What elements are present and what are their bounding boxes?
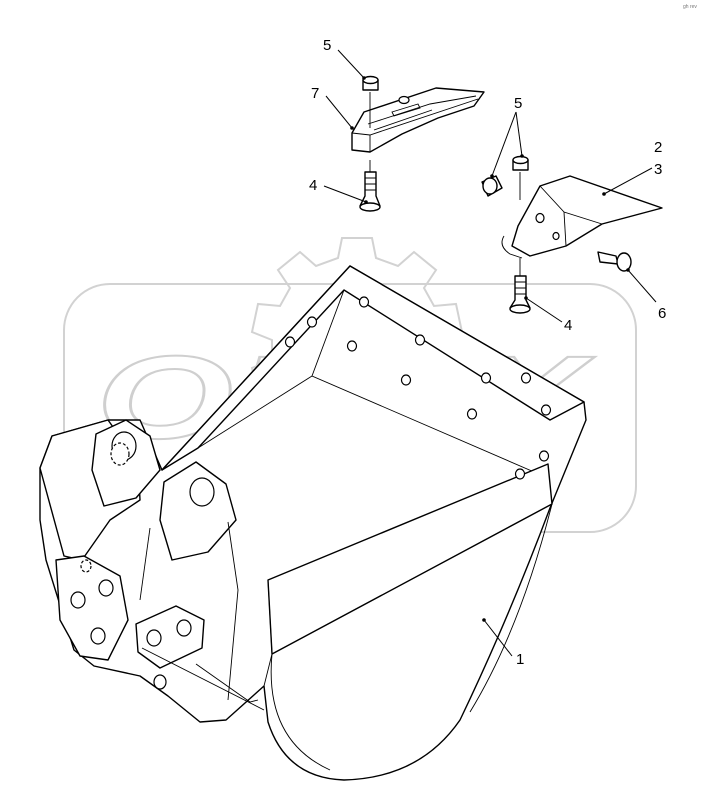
excavator-bucket <box>39 265 587 781</box>
side-cutter-plate <box>351 87 485 153</box>
leader-4b <box>525 297 563 323</box>
callout-5-right: 5 <box>514 95 522 112</box>
callout-5-upper: 5 <box>323 37 331 54</box>
callout-1: 1 <box>516 651 524 668</box>
leader-lines <box>323 49 657 657</box>
leader-6 <box>627 269 657 303</box>
callout-4-right: 4 <box>564 317 572 334</box>
callout-6: 6 <box>658 305 666 322</box>
countersunk-bolt-4-right <box>509 258 531 314</box>
leader-1 <box>483 619 513 657</box>
leader-4a <box>323 185 367 203</box>
leader-7 <box>325 95 353 129</box>
countersunk-bolt-4-left <box>359 160 381 212</box>
nut-5-right <box>512 155 529 200</box>
nut-5-upper <box>362 75 379 128</box>
callout-2: 2 <box>654 139 662 156</box>
bucket-tooth <box>501 175 663 259</box>
callout-7: 7 <box>311 85 319 102</box>
leader-5b-1 <box>491 111 517 177</box>
leader-5a <box>337 49 365 79</box>
callout-3: 3 <box>654 161 662 178</box>
hex-bolt-6 <box>597 251 632 272</box>
callout-labels: 5 7 4 5 2 3 6 4 1 <box>309 37 666 668</box>
leader-5b-2 <box>515 111 523 157</box>
nut-5-left <box>481 175 503 197</box>
leader-2-3 <box>603 167 653 195</box>
corner-note: gh rev <box>683 4 697 10</box>
callout-4-left: 4 <box>309 177 317 194</box>
